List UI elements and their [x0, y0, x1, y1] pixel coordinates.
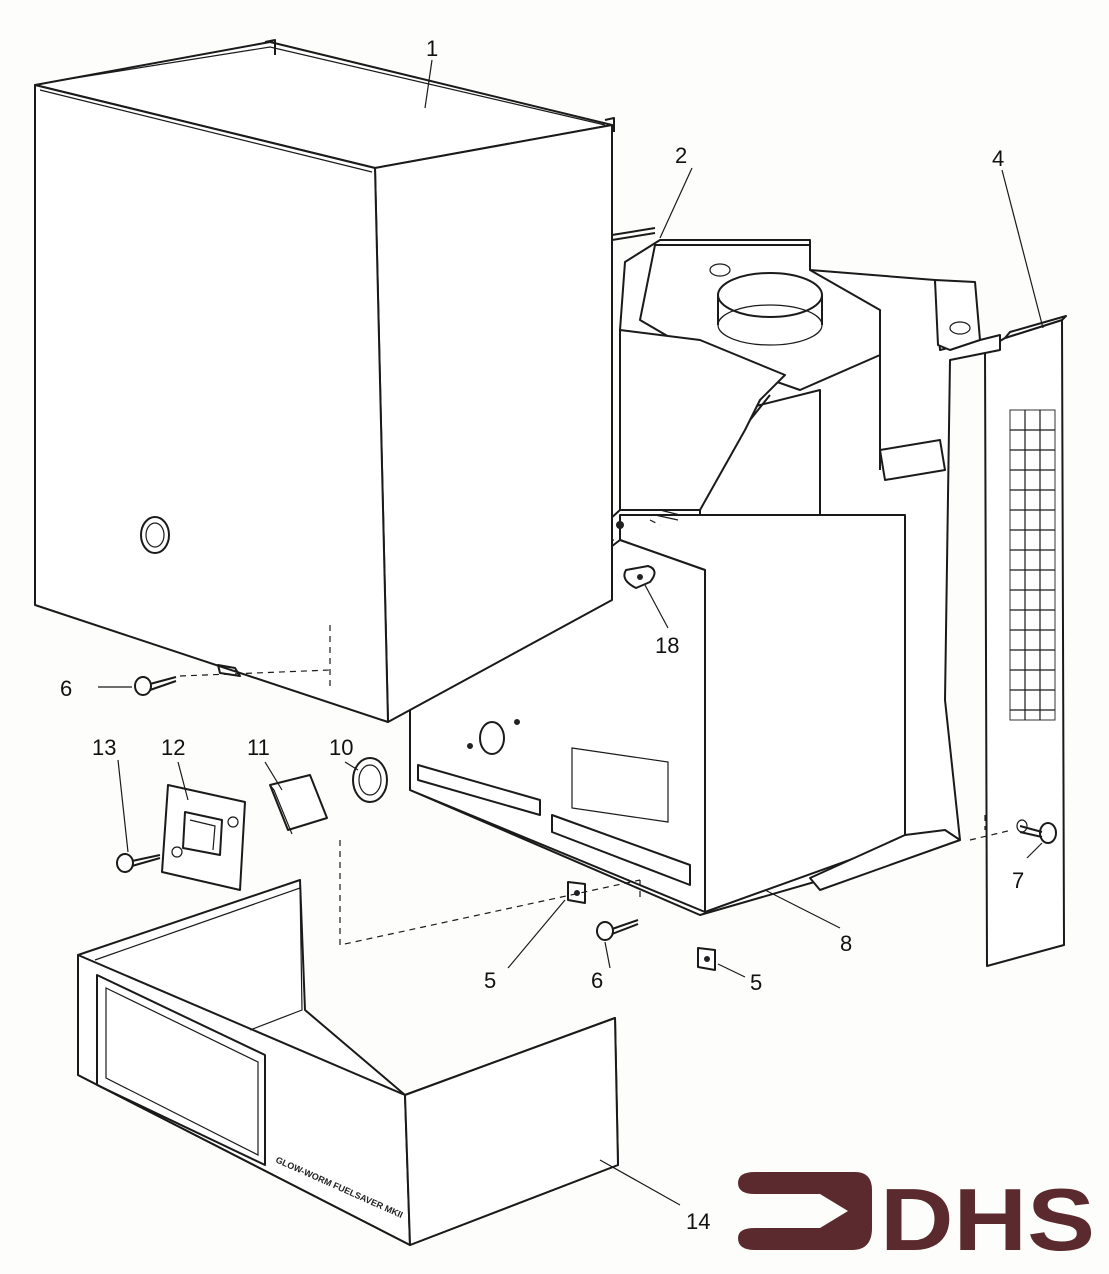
part-7-screw: [1016, 819, 1057, 844]
label-6-upper: 6: [60, 676, 72, 701]
leader-lines: [98, 59, 1044, 1206]
label-1: 1: [426, 36, 438, 61]
part-6-screw-lower: [596, 919, 639, 941]
label-12: 12: [161, 735, 185, 760]
part-labels: 1 2 4 6 13 12 11 10 18 7 8 5 6 5 14: [60, 36, 1024, 1234]
label-6-lower: 6: [591, 968, 603, 993]
label-10: 10: [329, 735, 353, 760]
part-14-bottom-tray: GLOW-WORM FUELSAVER MKII: [77, 879, 619, 1246]
vent-grille: [1009, 409, 1056, 721]
label-2: 2: [675, 143, 687, 168]
part-4-side-panel: [984, 315, 1067, 967]
part-6-screw-upper: [134, 676, 177, 696]
part-5-clip-left: [567, 881, 586, 904]
part-10-grommet: [352, 757, 388, 803]
logo-text: DHS: [880, 1170, 1095, 1269]
label-14: 14: [686, 1209, 710, 1234]
part-12-switch-plate: [161, 784, 246, 891]
assembly-lines: [179, 625, 1013, 946]
label-13: 13: [92, 735, 116, 760]
boiler-body: [409, 227, 1001, 916]
label-4: 4: [992, 146, 1004, 171]
part-13-screw: [116, 853, 161, 873]
part-11-cover: [269, 774, 328, 835]
label-18: 18: [655, 633, 679, 658]
label-8: 8: [840, 931, 852, 956]
label-11: 11: [247, 735, 270, 760]
label-7: 7: [1012, 868, 1024, 893]
label-5-right: 5: [750, 970, 762, 995]
part-18-wing-nut: [623, 565, 656, 589]
part-5-clip-right: [697, 947, 716, 971]
dhs-logo: DHS: [738, 1170, 1095, 1269]
part-1-front-casing: [34, 39, 615, 723]
arrow-icon: [738, 1172, 872, 1250]
label-5-left: 5: [484, 968, 496, 993]
